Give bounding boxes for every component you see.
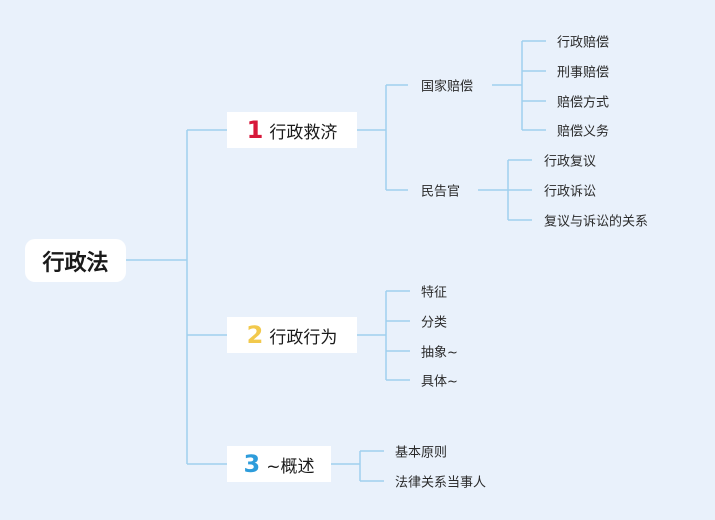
leaf-item[interactable]: 赔偿义务 bbox=[557, 124, 610, 140]
branch-number-2: 2 bbox=[246, 321, 264, 349]
branch-node-2[interactable]: 2 行政行为 bbox=[227, 317, 357, 353]
leaf-item[interactable]: 分类 bbox=[421, 315, 448, 331]
root-label: 行政法 bbox=[42, 250, 109, 276]
leaf-item[interactable]: 法律关系当事人 bbox=[395, 475, 487, 491]
topic-national-compensation[interactable]: 国家赔偿 bbox=[421, 79, 474, 95]
leaf-item[interactable]: 行政复议 bbox=[544, 154, 597, 170]
leaf-item[interactable]: 刑事赔偿 bbox=[557, 65, 610, 81]
leaf-item[interactable]: 复议与诉讼的关系 bbox=[544, 214, 649, 230]
leaf-item[interactable]: 赔偿方式 bbox=[557, 95, 610, 111]
branch-number-1: 1 bbox=[246, 116, 264, 144]
branch-label-1: 行政救济 bbox=[269, 122, 338, 143]
leaf-item[interactable]: 行政诉讼 bbox=[544, 184, 597, 200]
branch-number-3: 3 bbox=[243, 450, 261, 478]
branch-node-1[interactable]: 1 行政救济 bbox=[227, 112, 357, 148]
leaf-item[interactable]: 行政赔偿 bbox=[557, 35, 610, 51]
leaf-item[interactable]: 基本原则 bbox=[395, 445, 448, 461]
root-node[interactable]: 行政法 bbox=[25, 239, 126, 282]
leaf-item[interactable]: 具体~ bbox=[421, 374, 458, 390]
branch-label-3: ~概述 bbox=[266, 456, 315, 477]
branch-node-3[interactable]: 3 ~概述 bbox=[227, 446, 331, 482]
leaf-item[interactable]: 抽象~ bbox=[421, 345, 458, 361]
topic-citizen-vs-government[interactable]: 民告官 bbox=[421, 184, 461, 200]
leaf-item[interactable]: 特征 bbox=[421, 285, 448, 301]
branch-label-2: 行政行为 bbox=[269, 327, 338, 348]
